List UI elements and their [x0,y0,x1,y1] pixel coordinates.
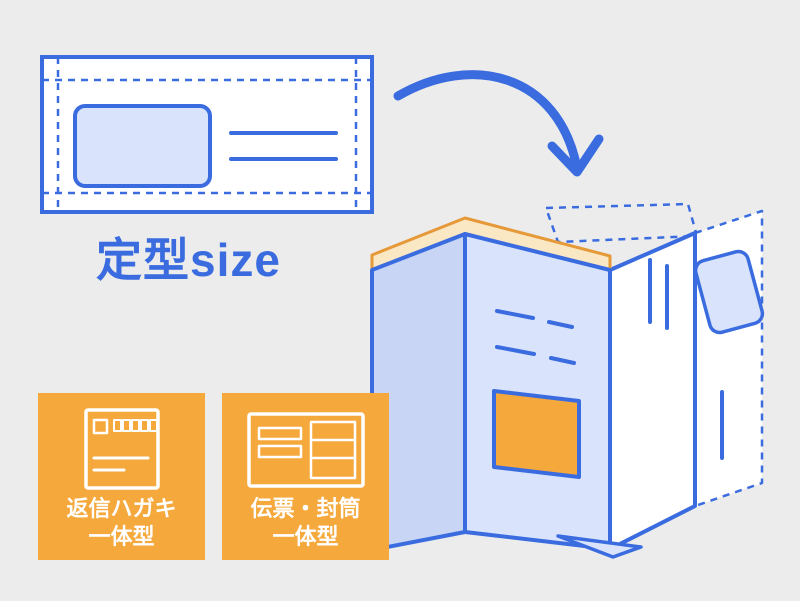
reply-postcard-icon [83,408,160,490]
brochure-ghost-flap [544,202,699,244]
brochure-illustration [370,202,765,559]
brochure-bottom-fold [556,534,643,559]
tile-label-line2: 一体型 [272,523,339,549]
slip-envelope-icon [246,412,365,488]
brochure-window [693,249,765,335]
brochure-ghost-panel [693,209,765,508]
tile-label-line1: 返信ハガキ [66,496,177,521]
tile-label: 返信ハガキ 一体型 [66,495,176,550]
envelope-guide-lines [42,57,372,212]
tile-slip-envelope: 伝票・封筒 一体型 [222,393,389,560]
brochure-right-panel [608,231,697,551]
brochure-orange-panel [492,389,581,479]
address-window [73,104,212,188]
brochure-text-dashes [495,309,576,365]
envelope-illustration [40,55,374,214]
brochure-front-panel [463,232,612,551]
tile-label-line1: 伝票・封筒 [250,496,361,521]
tile-label: 伝票・封筒 一体型 [250,495,360,550]
tile-label-line2: 一体型 [88,523,155,549]
fold-arrow-icon [393,70,604,177]
page-title: 定型size [96,234,281,286]
tile-reply-postcard: 返信ハガキ 一体型 [38,393,205,560]
